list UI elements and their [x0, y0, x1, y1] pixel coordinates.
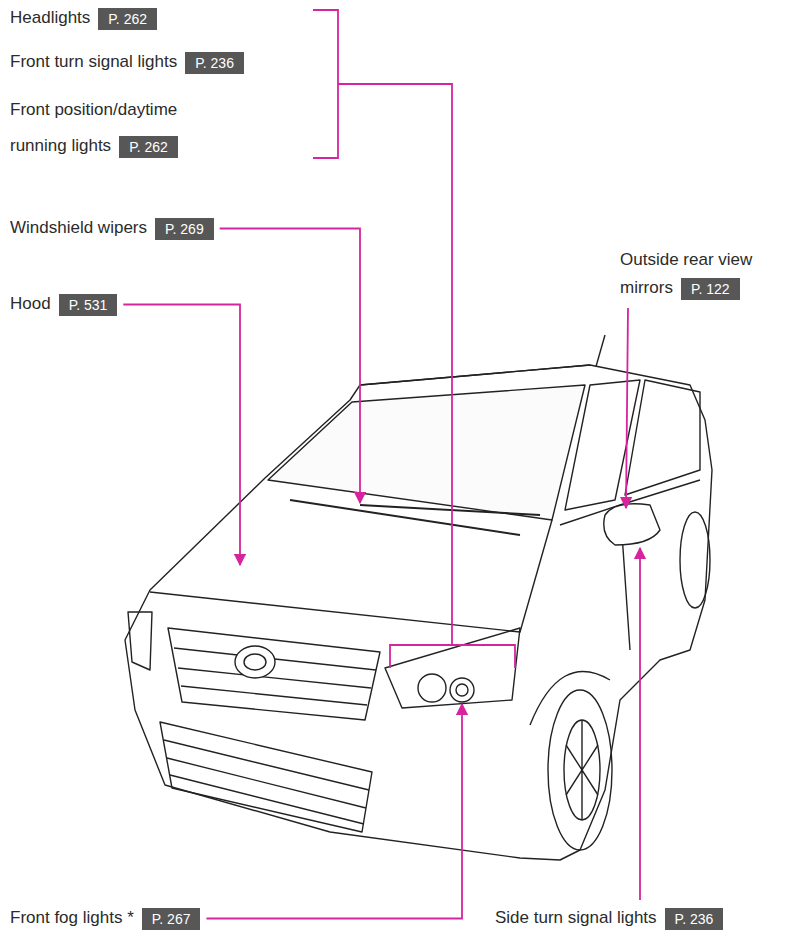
outside-mirror [604, 504, 660, 545]
group-bracket [313, 10, 338, 158]
part-name: Front fog lights * [10, 908, 134, 927]
fog-light [456, 684, 468, 696]
page-reference: P. 122 [681, 278, 740, 300]
emblem [235, 646, 275, 678]
headlight [128, 612, 152, 670]
part-name: Hood [10, 294, 51, 313]
wiper [290, 500, 520, 535]
page-reference: P. 267 [142, 908, 201, 930]
leader-line [123, 305, 240, 565]
page-reference: P. 531 [59, 294, 118, 316]
car-body [125, 365, 712, 860]
grille-bars [174, 648, 376, 705]
part-label: Front fog lights * P. 267 [10, 906, 330, 930]
side-window [625, 380, 700, 495]
part-label: Hood P. 531 [10, 292, 330, 316]
part-label: Windshield wipers P. 269 [10, 216, 330, 240]
part-label: Front position/daytime running lightsP. … [10, 92, 210, 164]
part-name: Headlights [10, 8, 90, 27]
leader-line [626, 308, 628, 508]
page-reference: P. 236 [185, 52, 244, 74]
leader-lines [123, 10, 640, 919]
lower-intake [160, 722, 372, 832]
hood-edge [150, 520, 552, 632]
page-reference: P. 269 [155, 218, 214, 240]
part-name: Side turn signal lights [495, 908, 657, 927]
emblem [244, 654, 266, 670]
antenna [595, 335, 605, 370]
intake-bars [164, 740, 369, 824]
part-label: Headlights P. 262 [10, 6, 330, 30]
front-wheel [548, 690, 612, 850]
part-name: Front turn signal lights [10, 52, 177, 71]
leader-line [639, 548, 641, 900]
roof-line [360, 365, 590, 385]
part-name: Windshield wipers [10, 218, 147, 237]
wheel-spokes [566, 720, 598, 820]
rear-wheel [680, 512, 710, 608]
side-window [565, 380, 640, 510]
part-label: Outside rear view mirrorsP. 122 [620, 246, 800, 302]
wheel-arch [530, 671, 610, 725]
door-line [560, 480, 700, 650]
part-label: Side turn signal lights P. 236 [495, 906, 795, 930]
page-reference: P. 236 [665, 908, 724, 930]
page-reference: P. 262 [98, 8, 157, 30]
fog-light [450, 678, 474, 702]
front-wheel [564, 720, 600, 820]
leader-line [206, 704, 462, 919]
grille [168, 628, 380, 720]
car-drawing [125, 335, 712, 860]
wiper [360, 505, 540, 515]
windshield [268, 385, 585, 520]
page-reference: P. 262 [119, 136, 178, 158]
headlight-lens [418, 674, 446, 702]
part-label: Front turn signal lights P. 236 [10, 50, 330, 74]
headlight-bracket [390, 645, 515, 668]
leader-line [338, 84, 452, 645]
